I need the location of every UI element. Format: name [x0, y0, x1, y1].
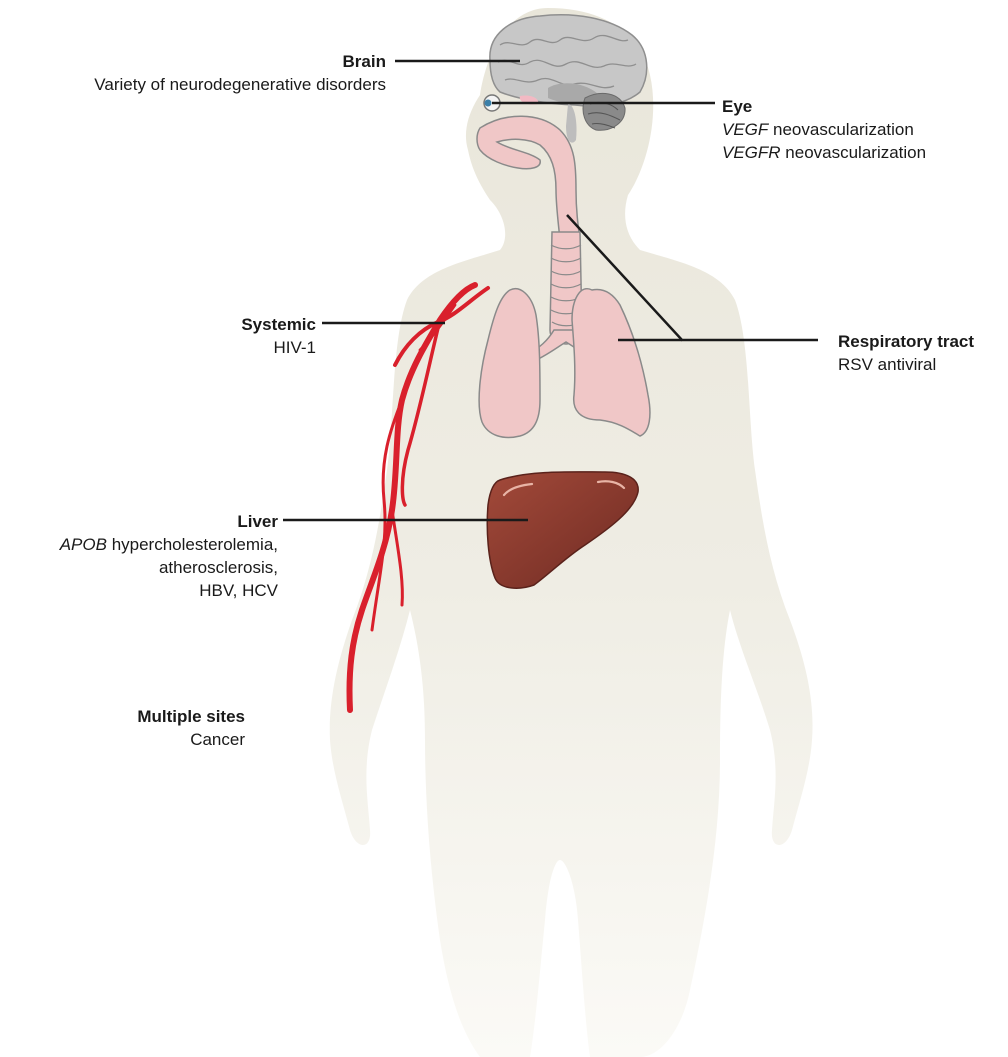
brain-label: Brain Variety of neurodegenerative disor… [94, 50, 386, 96]
systemic-title: Systemic [241, 313, 316, 336]
respiratory-desc: RSV antiviral [838, 353, 974, 376]
eye-desc-1: VEGF neovascularization [722, 118, 926, 141]
brain-desc: Variety of neurodegenerative disorders [94, 73, 386, 96]
eye-gene-2: VEGFR [722, 143, 781, 162]
respiratory-title: Respiratory tract [838, 330, 974, 353]
multiple-sites-title: Multiple sites [137, 705, 245, 728]
systemic-desc: HIV-1 [241, 336, 316, 359]
eye-desc-2: VEGFR neovascularization [722, 141, 926, 164]
liver-desc-3: HBV, HCV [60, 579, 278, 602]
eye-title: Eye [722, 95, 926, 118]
eye-gene-1: VEGF [722, 120, 768, 139]
brain-title: Brain [94, 50, 386, 73]
multiple-sites-label: Multiple sites Cancer [137, 705, 245, 751]
liver-text-1: hypercholesterolemia, [107, 535, 278, 554]
multiple-sites-desc: Cancer [137, 728, 245, 751]
eye-text-1: neovascularization [768, 120, 914, 139]
liver-desc-2: atherosclerosis, [60, 556, 278, 579]
eye-label: Eye VEGF neovascularization VEGFR neovas… [722, 95, 926, 164]
respiratory-label: Respiratory tract RSV antiviral [838, 330, 974, 376]
liver-desc-1: APOB hypercholesterolemia, [60, 533, 278, 556]
liver-label: Liver APOB hypercholesterolemia, atheros… [60, 510, 278, 602]
liver-gene: APOB [60, 535, 107, 554]
systemic-label: Systemic HIV-1 [241, 313, 316, 359]
liver-title: Liver [60, 510, 278, 533]
eye-text-2: neovascularization [781, 143, 927, 162]
